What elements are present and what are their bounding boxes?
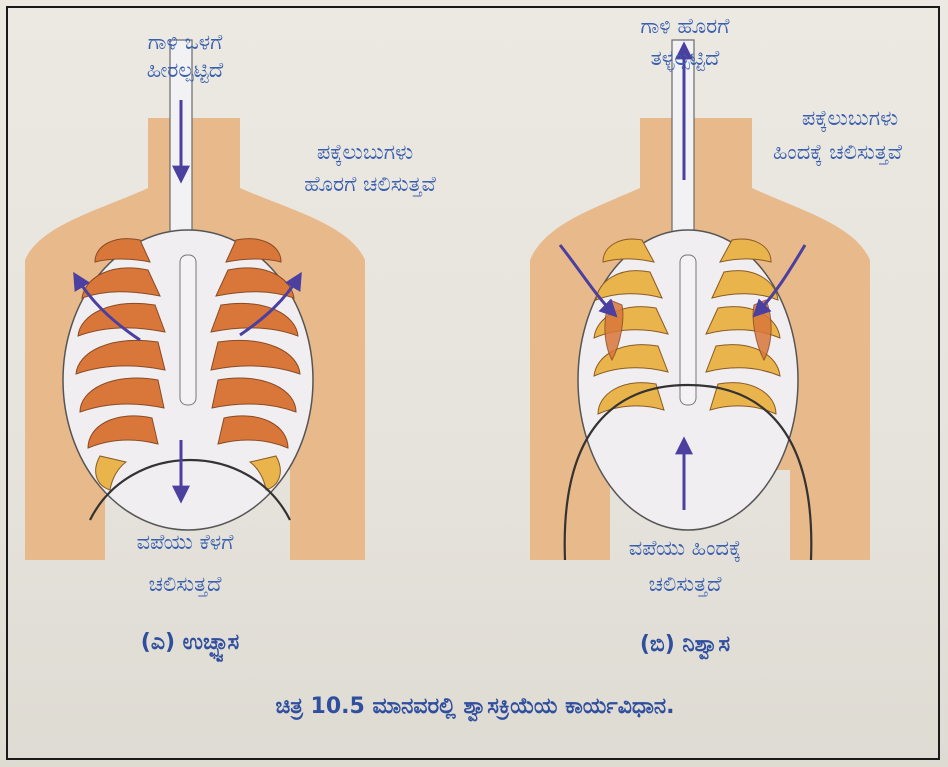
page-border: [6, 6, 940, 760]
